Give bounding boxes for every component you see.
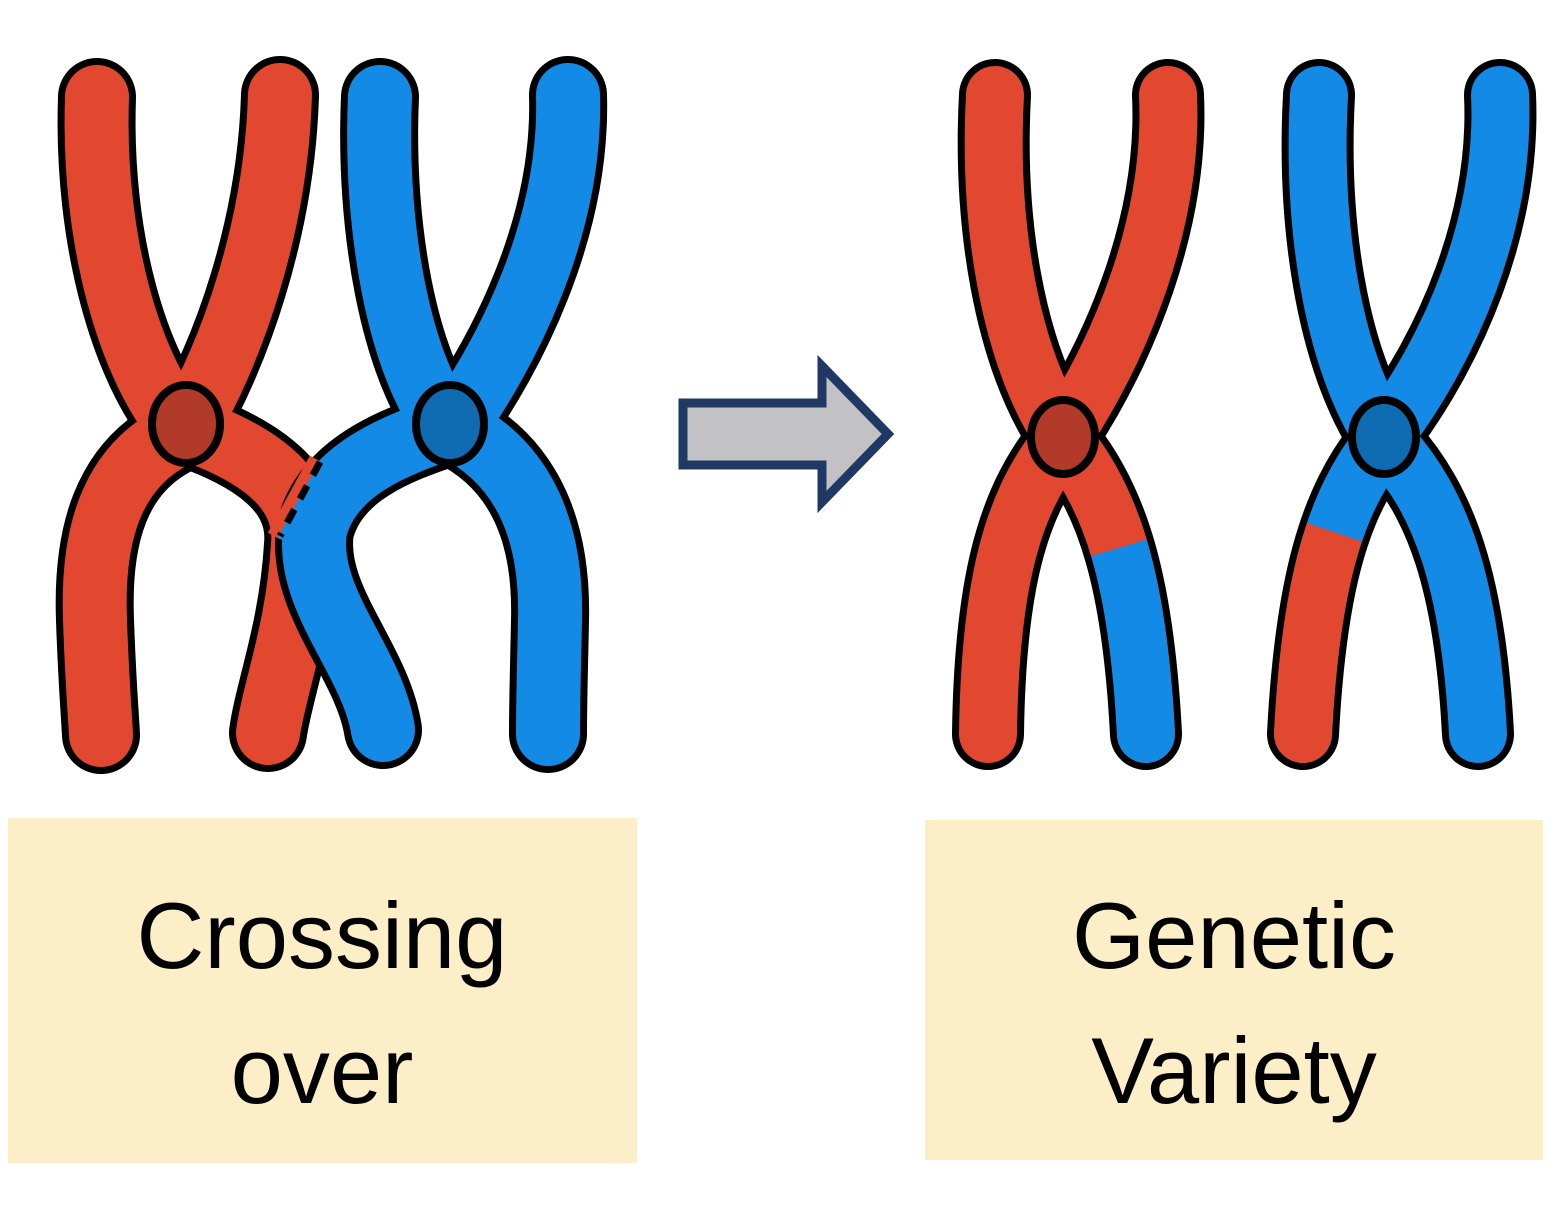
- crossing-over-label-line1: Crossing: [137, 883, 508, 988]
- exchanged-red-tip-segment: [1274, 503, 1364, 763]
- genetic-variety-label-line2: Variety: [1091, 1018, 1377, 1123]
- red-chromosome: [55, 56, 343, 774]
- red-lower-left-arm: [62, 400, 215, 767]
- blue-lower-right-arm: [420, 395, 583, 766]
- recombinant-red-upper-left-arm: [964, 66, 1087, 457]
- genetic-variety-label-background: [925, 820, 1543, 1160]
- exchanged-blue-tip-segment: [1089, 518, 1175, 763]
- recombinant-red-centromere: [1027, 396, 1099, 478]
- crossing-over-label-box: Crossing over: [8, 818, 637, 1163]
- blue-upper-right-arm: [423, 63, 601, 458]
- recombinant-blue-centromere: [1348, 396, 1420, 478]
- genetic-variety-figure: [952, 59, 1537, 770]
- crossing-over-label-background: [8, 818, 637, 1163]
- recombinant-blue-chromosome: [1267, 59, 1537, 770]
- crossing-over-figure: [55, 56, 608, 774]
- chiasma-eraser-red-side: [267, 455, 323, 540]
- recombinant-red-lower-left-arm: [959, 417, 1087, 763]
- genetic-variety-label-box: Genetic Variety: [925, 820, 1543, 1160]
- recombinant-red-upper-right-arm: [1039, 66, 1198, 457]
- red-centromere: [148, 381, 224, 467]
- red-upper-right-arm: [156, 63, 312, 458]
- chiasma-dashed-line-icon: [276, 460, 324, 538]
- transition-arrow: [678, 354, 895, 514]
- crossing-over-label-line2: over: [231, 1018, 414, 1123]
- recombinant-blue-lower-right-arm: [1361, 417, 1507, 763]
- right-arrow-icon: [678, 354, 895, 514]
- recombinant-red-chromosome: [952, 59, 1205, 770]
- blue-chromosome: [275, 56, 608, 773]
- blue-crossing-arm: [282, 395, 482, 762]
- recombinant-blue-upper-right-arm: [1361, 66, 1530, 457]
- recombinant-blue-upper-left-arm: [1288, 66, 1407, 457]
- blue-centromere: [412, 381, 488, 467]
- chiasma-crossover-point: [267, 455, 333, 545]
- genetic-variety-label-line1: Genetic: [1072, 883, 1396, 988]
- chiasma-eraser-blue-side: [277, 460, 333, 545]
